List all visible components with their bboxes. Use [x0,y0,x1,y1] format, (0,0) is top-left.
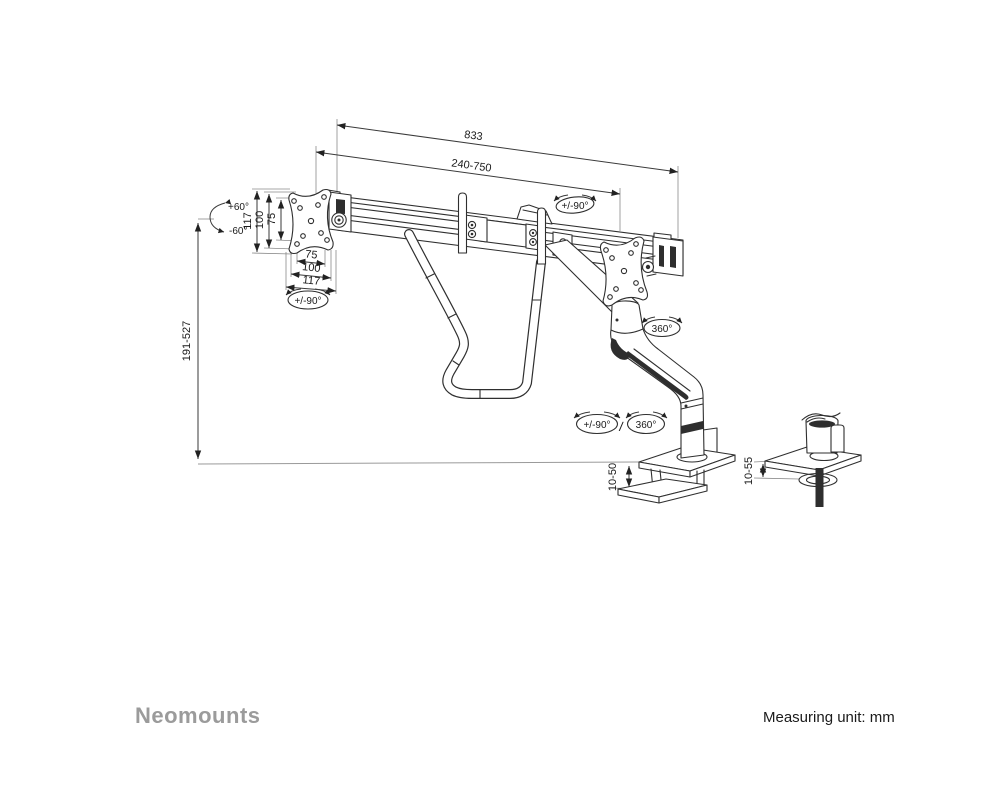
crossbar-rotation-label: +/-90° [561,201,588,212]
tilt-up-label: +60° [228,202,249,213]
vesa-left-hub [307,217,315,225]
arm-spring-slot [626,351,689,400]
base-rotation-right-label: 360° [636,420,657,431]
dimension-vesa-vertical: 117 100 75 [242,188,301,255]
dim-mount-spacing-label: 240-750 [451,157,493,174]
vesa-plate-right-body [599,236,649,307]
dim-grommet-range-label: 10-55 [743,457,755,485]
measuring-unit-note: Measuring unit: mm [763,709,895,726]
desk-clamp-base [617,427,736,504]
dim-vesa-h117: 117 [302,274,321,288]
vesa-plate-left [288,188,334,255]
crossbar-right-cap [652,236,684,277]
tilt-down-label: -60° [229,226,247,237]
dimension-annotations: 833 240-750 117 100 75 [181,119,800,491]
base-rotation-left-label: +/-90° [583,420,610,431]
vesa-right-hub [620,267,628,275]
pole-ring [681,421,703,434]
arm-spring-slot-upper [610,338,630,360]
grommet-pole-tab [830,424,845,453]
dim-vesa-h100: 100 [302,261,322,275]
dim-vesa-v100: 100 [254,211,266,229]
loop-hanger-right [536,207,547,265]
base-rotation-annotation: +/-90° / 360° [573,411,668,434]
brand-logo: Neomounts [135,703,261,728]
cable-management-loop [404,192,547,399]
vesa-rotation-label: +/-90° [294,296,321,307]
grommet-base [764,412,862,507]
vesa-rotation-annotation: +/-90° [285,288,331,310]
arm-body [610,300,705,459]
dim-vesa-v117: 117 [242,212,254,230]
arm-rotation-label: 360° [652,324,673,335]
crossbar [327,189,684,277]
vesa-plate-right [599,236,657,307]
rotation-annotations: +60° -60° +/-90° +/-90° 360° [209,194,683,434]
grommet-bolt [815,468,824,507]
crossbar-rotation-annotation: +/-90° [553,194,597,214]
dim-height-adjust-label: 191-527 [181,321,193,361]
tilt-annotation: +60° -60° [209,198,249,237]
base-rotation-separator: / [618,419,624,434]
dimension-mount-spacing: 240-750 [315,146,621,231]
dim-total-width-label: 833 [463,129,483,143]
loop-hanger-left [457,192,468,254]
dim-vesa-v75: 75 [266,213,278,225]
slide-bracket-left [464,214,488,243]
arm-rotation-annotation: 360° [641,316,683,338]
dimension-height-adjust: 191-527 [181,218,642,465]
dim-vesa-h75: 75 [305,248,318,261]
gas-spring-arm [610,300,705,459]
dimension-total-width: 833 [336,119,679,238]
dimension-vesa-horizontal: 75 100 117 [285,248,337,294]
dim-clamp-range-label: 10-50 [607,463,619,491]
